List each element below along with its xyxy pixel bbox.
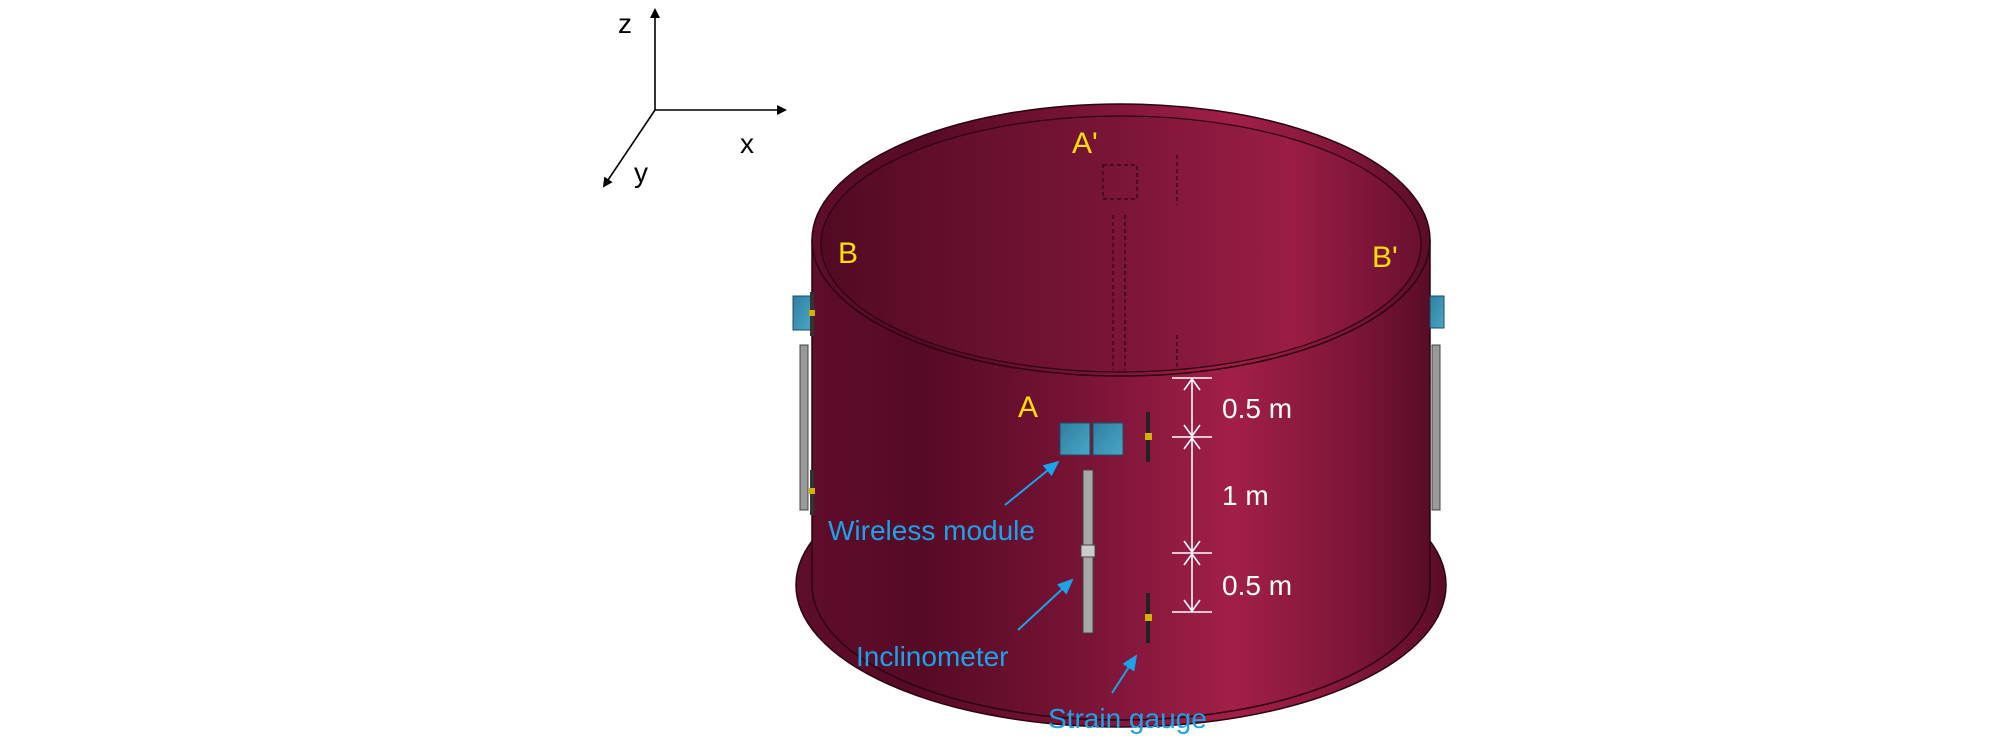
front-strain-gauge-top-tab	[1145, 433, 1152, 440]
y-axis-label: y	[634, 157, 648, 188]
left-strain-gauge-top-tab	[809, 310, 815, 316]
strain-gauge-label: Strain gauge	[1048, 703, 1207, 734]
right-side-sensors	[1429, 295, 1445, 511]
left-strain-gauge-bottom-tab	[809, 488, 815, 494]
inclinometer-arrow	[1017, 578, 1074, 631]
tank-shell	[795, 103, 1447, 728]
cylinder-body	[811, 239, 1431, 721]
hidden-module-outline	[1102, 164, 1138, 200]
front-wireless-module-1	[1059, 422, 1091, 456]
dim-arrowhead-4	[1183, 540, 1201, 554]
wireless-module-arrow	[1004, 460, 1060, 506]
x-axis-label: x	[740, 128, 754, 159]
dimension-markers	[1172, 377, 1212, 613]
left-side-sensors	[792, 292, 815, 515]
dim-middle-label: 1 m	[1222, 480, 1269, 511]
point-a-prime-label: A'	[1072, 127, 1098, 160]
inclinometer-label: Inclinometer	[856, 641, 1009, 672]
dim-top-label: 0.5 m	[1222, 393, 1292, 424]
dim-arrowhead-3	[1183, 436, 1201, 450]
top-rim-inner	[820, 115, 1422, 373]
front-wireless-module-2	[1092, 422, 1124, 456]
z-axis-label: z	[618, 8, 632, 39]
point-b-label: B	[838, 237, 858, 270]
left-wireless-module	[792, 295, 812, 331]
dim-arrowhead-5	[1183, 552, 1201, 566]
left-inclinometer	[799, 344, 809, 511]
y-axis-line	[602, 109, 656, 188]
front-inclinometer-joint	[1080, 544, 1096, 558]
callouts: Wireless module Inclinometer Strain gaug…	[828, 460, 1207, 734]
strain-gauge-arrow	[1111, 654, 1138, 694]
right-inclinometer	[1431, 344, 1441, 511]
point-labels: A' B B' A	[838, 127, 1398, 424]
dim-arrowhead-6	[1183, 599, 1201, 613]
right-wireless-module	[1429, 295, 1445, 329]
dim-bottom-label: 0.5 m	[1222, 570, 1292, 601]
coordinate-axes: z x y	[602, 8, 787, 188]
dim-arrowhead-2	[1183, 424, 1201, 438]
front-strain-gauge-bottom-tab	[1145, 614, 1152, 621]
dim-arrowhead-1	[1183, 377, 1201, 391]
point-b-prime-label: B'	[1372, 241, 1398, 274]
wireless-module-label: Wireless module	[828, 515, 1035, 546]
point-a-label: A	[1018, 391, 1038, 424]
front-sensors	[1059, 412, 1152, 643]
dimension-labels: 0.5 m 1 m 0.5 m	[1222, 393, 1292, 601]
